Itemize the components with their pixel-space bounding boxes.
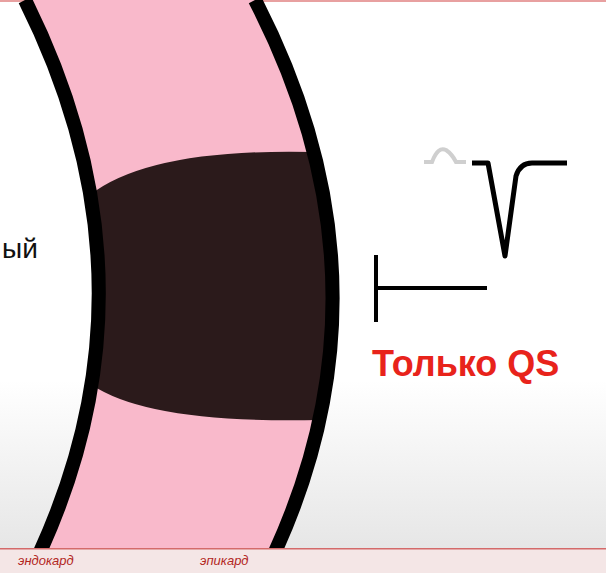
qs-complex — [472, 163, 567, 256]
endocardium-line — [25, 0, 99, 549]
bottom-strip — [0, 549, 606, 573]
myocardium-band — [25, 0, 333, 549]
bottom-rule — [0, 548, 606, 550]
layer-label: эпикард — [200, 554, 249, 568]
partial-word: ый — [2, 234, 38, 265]
electrode-symbol — [376, 255, 487, 322]
caption-note: Только QS — [372, 344, 559, 384]
layer-label: эндокард — [18, 554, 74, 568]
r-wave-ghost — [424, 149, 466, 162]
transmural-infarct-zone — [90, 152, 332, 421]
epicardium-line — [255, 0, 333, 549]
